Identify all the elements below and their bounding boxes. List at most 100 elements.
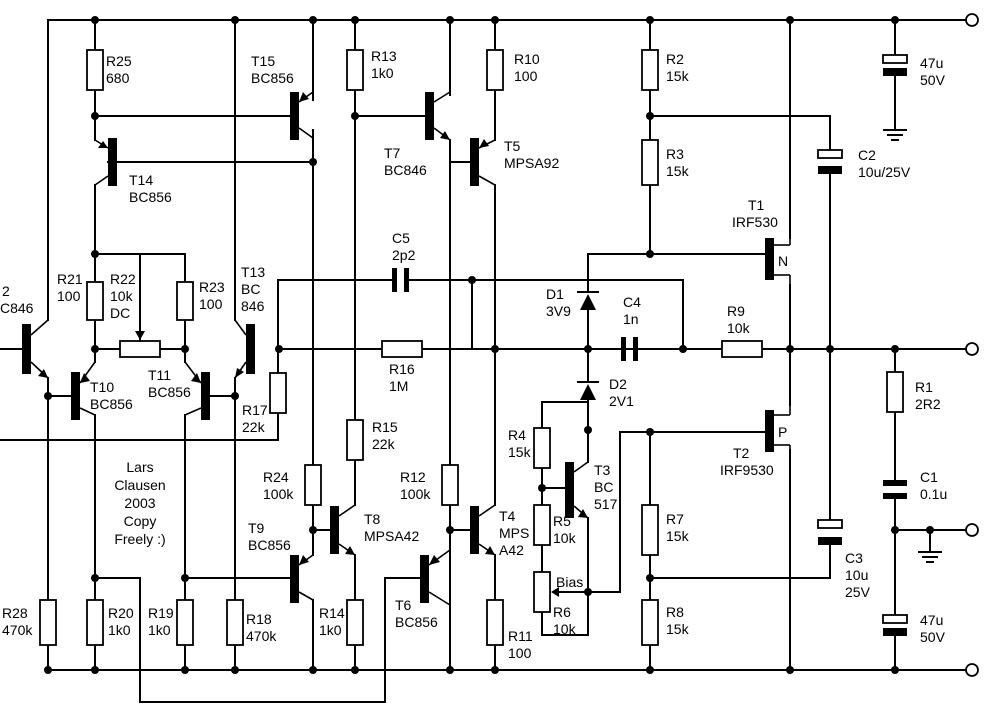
label-c5-value: 2p2 <box>392 247 416 263</box>
label-c4-ref: C4 <box>623 294 641 310</box>
label-t14-type: BC856 <box>129 189 172 205</box>
label-t12-type: C846 <box>0 300 34 316</box>
label-t2-type: IRF9530 <box>720 462 774 478</box>
label-cap-top-value: 47u <box>920 55 943 71</box>
label-r8-ref: R8 <box>666 604 684 620</box>
label-t13-type-b: 846 <box>241 298 265 314</box>
label-c3-ref: C3 <box>845 550 863 566</box>
label-r24-ref: R24 <box>263 469 289 485</box>
terminals <box>965 13 979 677</box>
label-t4-type-a: MPS <box>499 525 529 541</box>
resistor-r24 <box>304 464 322 506</box>
ground-symbols <box>883 129 942 563</box>
label-t11-ref: T11 <box>148 367 171 383</box>
label-c1-value: 0.1u <box>920 486 947 502</box>
capacitor-c4 <box>621 337 626 361</box>
credit-line-2: Clausen <box>114 477 165 493</box>
resistor-r11 <box>486 599 504 646</box>
label-t2-channel: P <box>778 424 787 440</box>
label-r4-ref: R4 <box>508 427 526 443</box>
label-r1-ref: R1 <box>915 379 933 395</box>
label-r14-ref: R14 <box>319 605 345 621</box>
zener-diode-d1 <box>580 294 596 310</box>
transistor-t9 <box>290 555 299 603</box>
label-r7-ref: R7 <box>666 511 684 527</box>
label-r3-value: 15k <box>666 163 690 179</box>
transistor-t12 <box>22 324 31 374</box>
resistor-r15 <box>346 419 364 461</box>
label-t9-type: BC856 <box>248 537 291 553</box>
potentiometer-r6 <box>533 571 551 613</box>
transistor-t7 <box>425 92 434 140</box>
label-r12-value: 100k <box>400 486 431 502</box>
mosfet-t1 <box>765 238 774 280</box>
resistors <box>39 49 904 646</box>
label-d1-value: 3V9 <box>546 303 571 319</box>
label-r22-note: DC <box>110 305 130 321</box>
label-r2-value: 15k <box>666 68 690 84</box>
label-r9-ref: R9 <box>727 303 745 319</box>
transistor-t4 <box>470 506 479 554</box>
label-cap-bottom-value: 47u <box>920 612 943 628</box>
label-r1-value: 2R2 <box>915 396 941 412</box>
resistor-r7 <box>641 504 659 556</box>
label-c3-voltage: 25V <box>845 584 871 600</box>
label-t10-type: BC856 <box>90 396 133 412</box>
mosfet-t2 <box>765 410 774 452</box>
terminal-negative[interactable] <box>965 663 979 677</box>
label-r28-value: 470k <box>2 622 33 638</box>
label-r19-value: 1k0 <box>148 622 171 638</box>
label-r18-value: 470k <box>246 628 277 644</box>
label-d2-ref: D2 <box>609 376 627 392</box>
diodes <box>577 291 599 400</box>
label-t9-ref: T9 <box>248 520 265 536</box>
label-r12-ref: R12 <box>400 469 426 485</box>
label-cap-bottom-voltage: 50V <box>920 629 946 645</box>
label-t15-ref: T15 <box>251 53 275 69</box>
transistor-t10 <box>71 372 80 420</box>
label-r23-value: 100 <box>199 296 223 312</box>
label-r9-value: 10k <box>727 320 751 336</box>
capacitor-47u-bottom <box>882 614 908 624</box>
terminal-output[interactable] <box>965 342 979 356</box>
label-r20-value: 1k0 <box>108 622 131 638</box>
resistor-r13 <box>346 49 364 91</box>
terminal-ground[interactable] <box>965 523 979 537</box>
resistor-r1 <box>886 371 904 413</box>
capacitor-c2 <box>817 149 843 159</box>
resistor-r8 <box>641 599 659 646</box>
label-r15-ref: R15 <box>372 419 398 435</box>
label-r19-ref: R19 <box>148 605 174 621</box>
label-t4-type-b: A42 <box>499 542 524 558</box>
label-t10-ref: T10 <box>90 379 114 395</box>
label-t13-type-a: BC <box>241 281 260 297</box>
transistors <box>22 91 589 606</box>
mosfets <box>765 238 791 452</box>
label-r5-value: 10k <box>553 530 577 546</box>
resistor-r28 <box>39 599 57 646</box>
label-t12-ref: 2 <box>2 283 10 299</box>
label-r21-value: 100 <box>57 288 81 304</box>
label-r6-ref: R6 <box>553 604 571 620</box>
label-t1-channel: N <box>778 253 788 269</box>
capacitor-47u-top <box>882 54 908 64</box>
label-r15-value: 22k <box>372 436 396 452</box>
transistor-t8 <box>330 506 339 554</box>
label-r21-ref: R21 <box>57 271 83 287</box>
transistor-t14 <box>108 138 117 186</box>
label-t11-type: BC856 <box>148 384 191 400</box>
capacitor-c1 <box>883 480 907 486</box>
label-d2-value: 2V1 <box>609 393 634 409</box>
label-t5-type: MPSA92 <box>504 155 559 171</box>
label-r2-ref: R2 <box>666 51 684 67</box>
resistor-r23 <box>176 281 194 321</box>
label-r24-value: 100k <box>263 486 294 502</box>
label-r8-value: 15k <box>666 621 690 637</box>
vas-wiring <box>354 19 684 671</box>
capacitor-c3 <box>817 519 843 529</box>
terminal-positive[interactable] <box>965 13 979 27</box>
resistor-r10 <box>486 49 504 91</box>
resistor-r18 <box>226 599 244 646</box>
label-t1-ref: T1 <box>748 197 765 213</box>
resistor-r2 <box>641 49 659 91</box>
